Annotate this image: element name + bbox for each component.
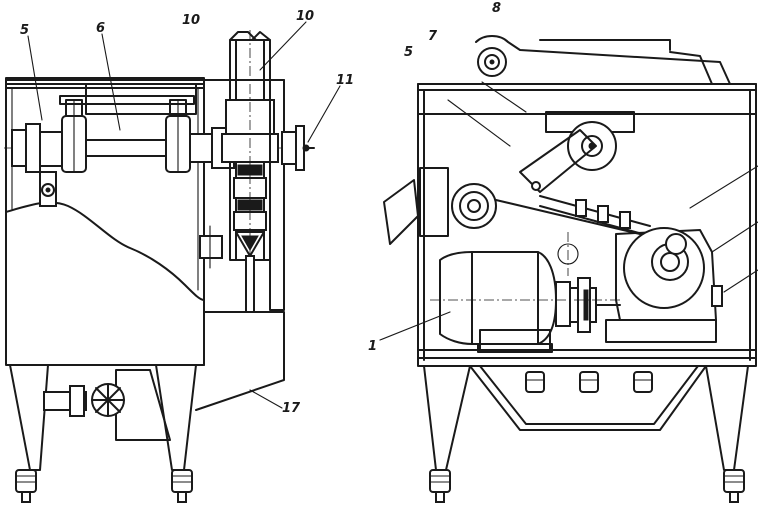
lower-body <box>115 309 285 441</box>
callout-6: 6 <box>96 21 105 36</box>
callout-7: 7 <box>428 29 438 44</box>
callout-1: 1 <box>368 339 377 354</box>
legs-left <box>9 364 197 503</box>
callout-8: 8 <box>492 1 501 16</box>
housing-left <box>5 79 205 366</box>
lower-tray <box>469 365 707 431</box>
roller-pulley <box>451 183 641 235</box>
callout-10-a: 10 <box>182 13 200 28</box>
lid <box>475 35 731 85</box>
break-line <box>5 201 205 301</box>
callout-5-left: 5 <box>20 23 29 38</box>
legs-right <box>423 365 749 503</box>
callout-10-b: 10 <box>296 9 314 24</box>
electric-motor <box>430 251 620 353</box>
callout-17: 17 <box>282 401 301 416</box>
pulley-stack <box>199 30 285 313</box>
callout-11: 11 <box>336 73 354 88</box>
callout-5-right: 5 <box>404 45 413 60</box>
gearbox <box>605 227 723 343</box>
side-section-view <box>4 21 341 503</box>
front-section-view <box>379 35 758 503</box>
lever-assembly <box>519 111 669 249</box>
bracket-5 <box>39 171 57 207</box>
handwheel-11 <box>281 125 315 171</box>
coupling <box>567 277 621 333</box>
inlet-hopper <box>383 167 449 245</box>
callout-labels: 5 6 10 10 11 17 8 5 7 1 <box>20 1 501 416</box>
drain-valve <box>43 383 125 417</box>
